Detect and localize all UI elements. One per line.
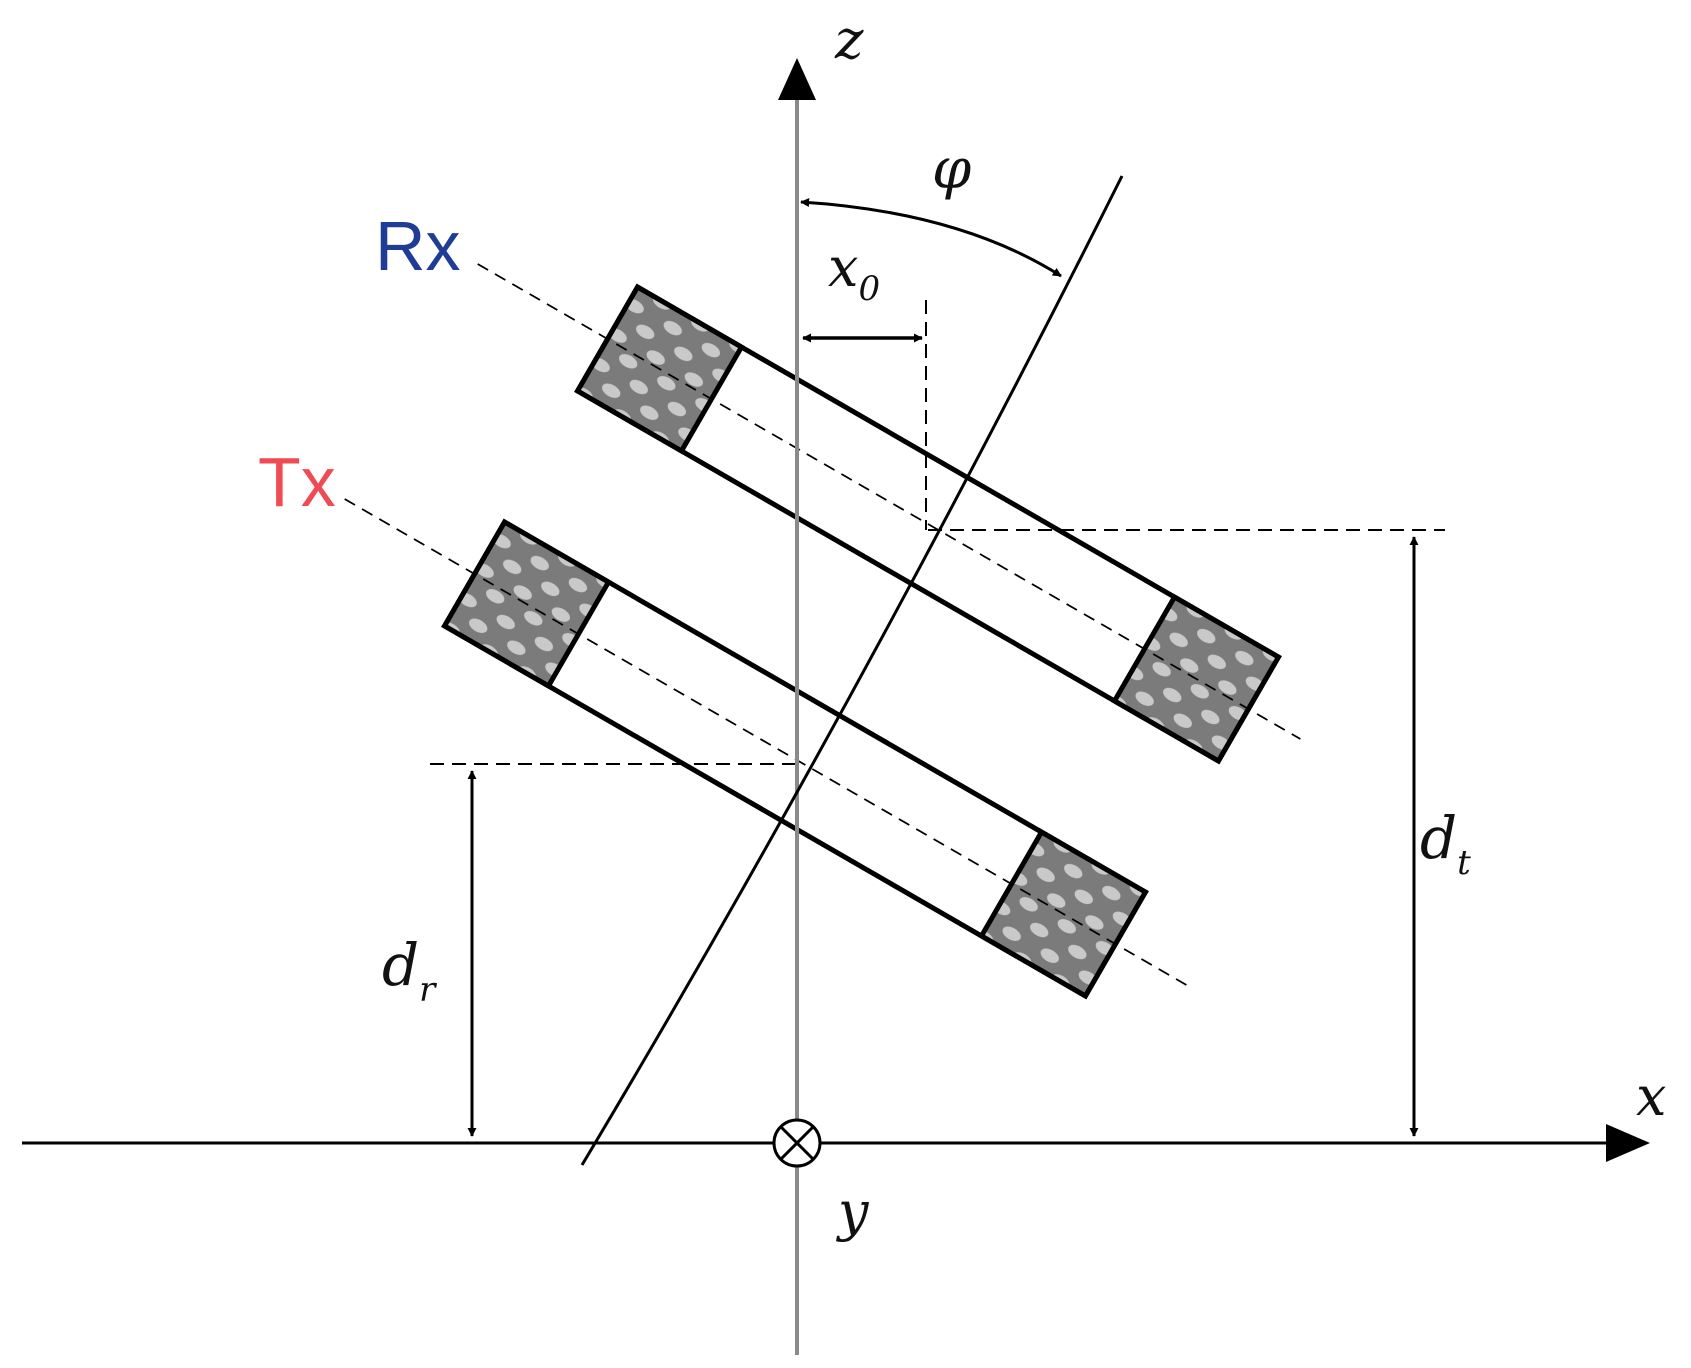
dt-label: dt — [1420, 804, 1471, 883]
dt-label-main: d — [1420, 804, 1457, 872]
dr-label: dr — [382, 931, 437, 1010]
rx-coil-axis — [477, 263, 1301, 740]
tilted-reference-line — [580, 175, 1124, 1166]
x0-label-main: x — [828, 236, 858, 299]
tx-coil-axis — [344, 498, 1194, 990]
x-axis-arrowhead — [1606, 1124, 1650, 1162]
z-axis-arrowhead — [778, 58, 816, 100]
rx-coil — [477, 263, 1301, 765]
tx-coil — [344, 498, 1194, 1000]
dr-label-main: d — [382, 931, 419, 999]
angle-phi-label: φ — [932, 137, 971, 202]
x-axis-label: x — [1636, 1065, 1666, 1128]
y-axis-into-page-icon — [772, 1118, 822, 1168]
rx-label: Rx — [375, 207, 461, 285]
angle-arc — [800, 198, 1062, 278]
dt-label-sub: t — [1457, 843, 1471, 883]
x0-label: x0 — [828, 236, 880, 309]
dr-label-sub: r — [419, 970, 437, 1010]
tx-label: Tx — [258, 443, 336, 521]
z-axis-label: z — [834, 8, 864, 71]
y-axis-label: y — [836, 1180, 870, 1243]
x0-label-sub: 0 — [858, 269, 880, 309]
